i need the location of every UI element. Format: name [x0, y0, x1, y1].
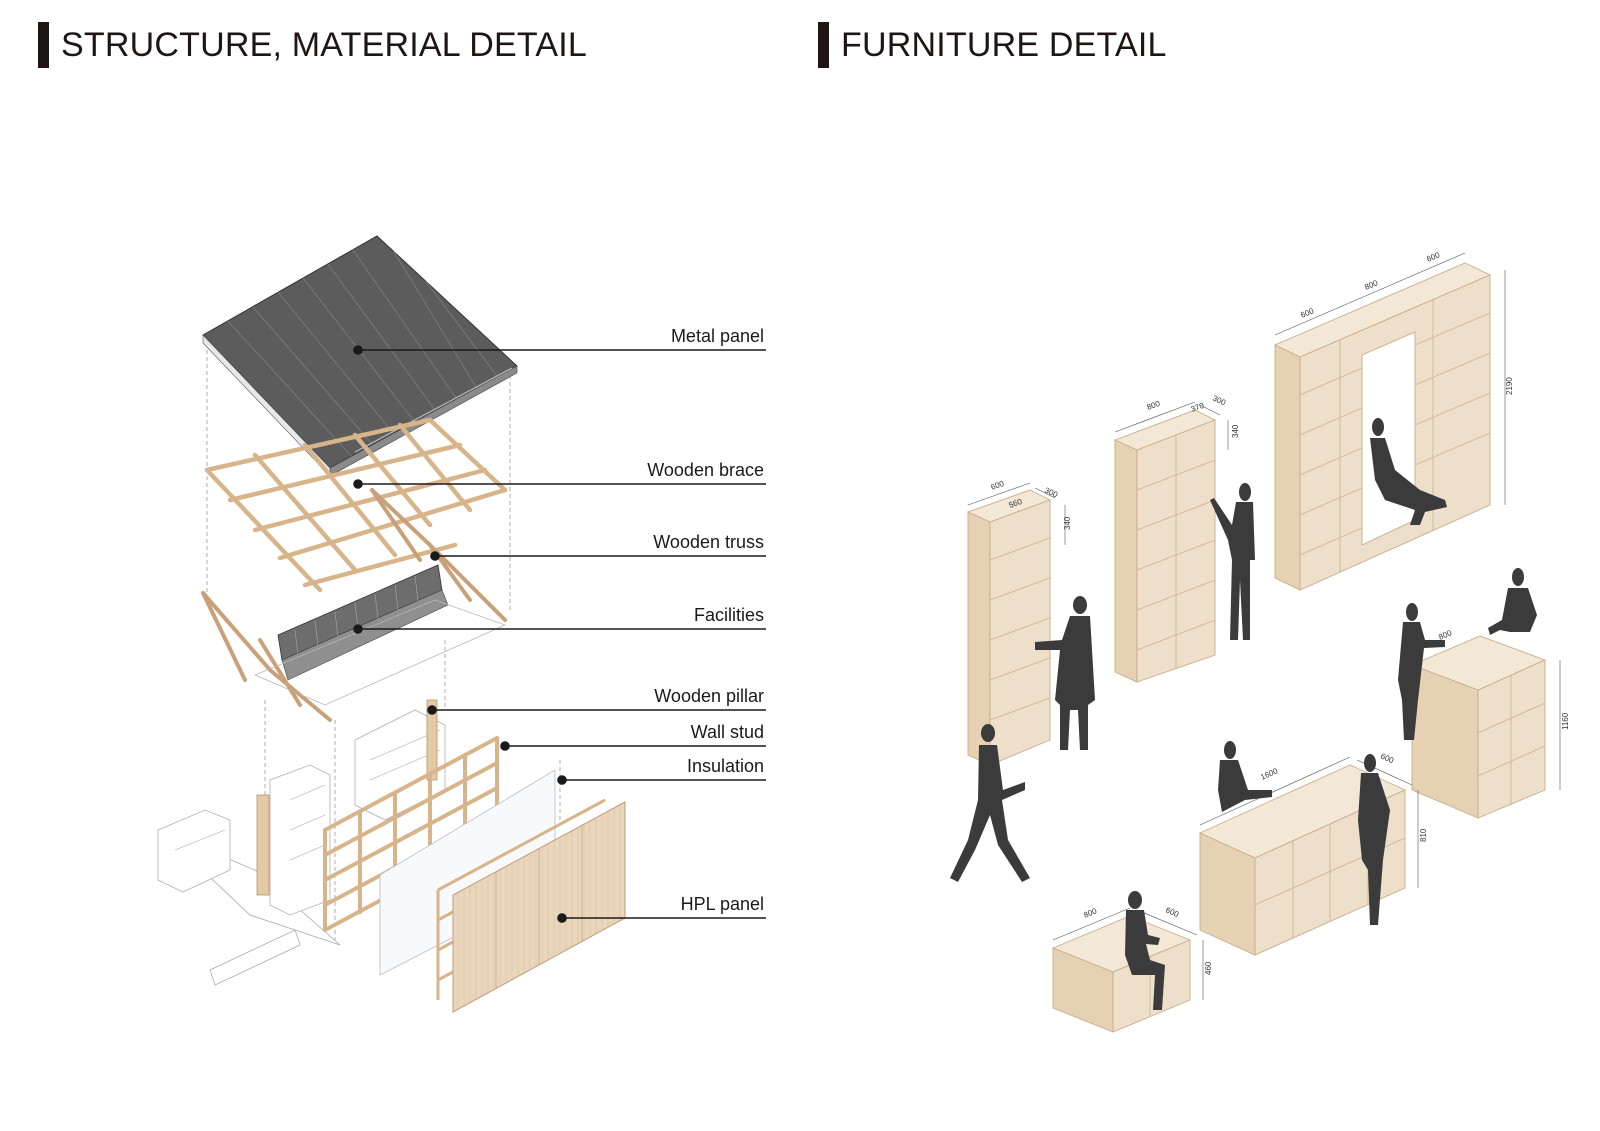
dimension-bench	[1052, 907, 1204, 1000]
dim-shelf-c-w2: 800	[1363, 278, 1379, 292]
callout-labels: Metal panel Wooden brace Wooden truss Fa…	[647, 326, 764, 914]
callout-leaders	[353, 345, 766, 923]
dim-shelf-c-w1: 600	[1299, 306, 1315, 320]
furniture-heading: FURNITURE DETAIL	[818, 22, 1167, 68]
dimension-shelf-a	[967, 482, 1066, 545]
callout-wooden-brace: Wooden brace	[647, 460, 764, 480]
callout-insulation: Insulation	[687, 756, 764, 776]
wooden-brace-grid	[204, 417, 508, 593]
dim-shelf-b-inner: 370	[1190, 401, 1206, 414]
furniture-outlines	[157, 709, 446, 916]
human-figures	[950, 418, 1537, 1010]
figure-at-counter	[1218, 741, 1272, 812]
dim-bench-width: 800	[1082, 906, 1098, 920]
dim-counter-width: 1600	[1259, 766, 1279, 782]
dim-counter-height: 810	[1419, 828, 1428, 842]
dim-bench-depth: 600	[1164, 906, 1180, 920]
structure-heading: STRUCTURE, MATERIAL DETAIL	[38, 22, 587, 68]
callout-wooden-truss: Wooden truss	[653, 532, 764, 552]
figure-seated-shelf-c	[1370, 418, 1447, 525]
dim-shelf-c-height: 2190	[1505, 377, 1514, 395]
figure-walking	[950, 724, 1030, 882]
dimension-shelf-c	[1274, 252, 1506, 505]
dim-shelf-c-w3: 600	[1425, 250, 1441, 264]
dim-island-width: 800	[1437, 628, 1453, 642]
heading-bar	[818, 22, 829, 68]
exploded-axonometric: Metal panel Wooden brace Wooden truss Fa…	[157, 235, 766, 1013]
figure-at-island	[1488, 568, 1537, 635]
callout-wall-stud: Wall stud	[691, 722, 764, 742]
figure-standing-counter	[1358, 754, 1390, 925]
callout-wooden-pillar: Wooden pillar	[654, 686, 764, 706]
figure-on-bench	[1125, 891, 1165, 1010]
dim-shelf-a-spacing: 340	[1063, 516, 1072, 530]
figure-at-shelf-a	[1035, 596, 1095, 750]
dim-counter-depth: 600	[1379, 752, 1395, 766]
dim-shelf-b-depth: 300	[1211, 394, 1227, 408]
callout-metal-panel: Metal panel	[671, 326, 764, 346]
furniture-title: FURNITURE DETAIL	[841, 25, 1167, 64]
dim-bench-height: 460	[1204, 961, 1213, 975]
heading-bar	[38, 22, 49, 68]
furniture-axonometric: 600 300 560 340 800 300 370 340	[950, 250, 1570, 1033]
wooden-pillar-left	[256, 794, 270, 896]
structure-title: STRUCTURE, MATERIAL DETAIL	[61, 25, 587, 64]
dim-island-height: 1160	[1561, 712, 1570, 730]
figure-beside-island	[1398, 603, 1445, 740]
callout-hpl-panel: HPL panel	[681, 894, 764, 914]
bench	[1051, 915, 1192, 1033]
bookshelf-a	[966, 489, 1052, 766]
dim-shelf-a-width: 600	[990, 479, 1006, 492]
dim-shelf-b-spacing: 340	[1231, 424, 1240, 438]
bookshelf-b	[1113, 409, 1217, 683]
callout-facilities: Facilities	[694, 605, 764, 625]
island-cabinet	[1410, 635, 1547, 819]
dim-shelf-a-inner: 560	[1008, 497, 1024, 510]
dim-shelf-b-width: 800	[1146, 399, 1162, 412]
figure-at-shelf-b	[1210, 483, 1255, 640]
facilities	[253, 564, 507, 706]
dimension-shelf-b	[1114, 401, 1229, 450]
